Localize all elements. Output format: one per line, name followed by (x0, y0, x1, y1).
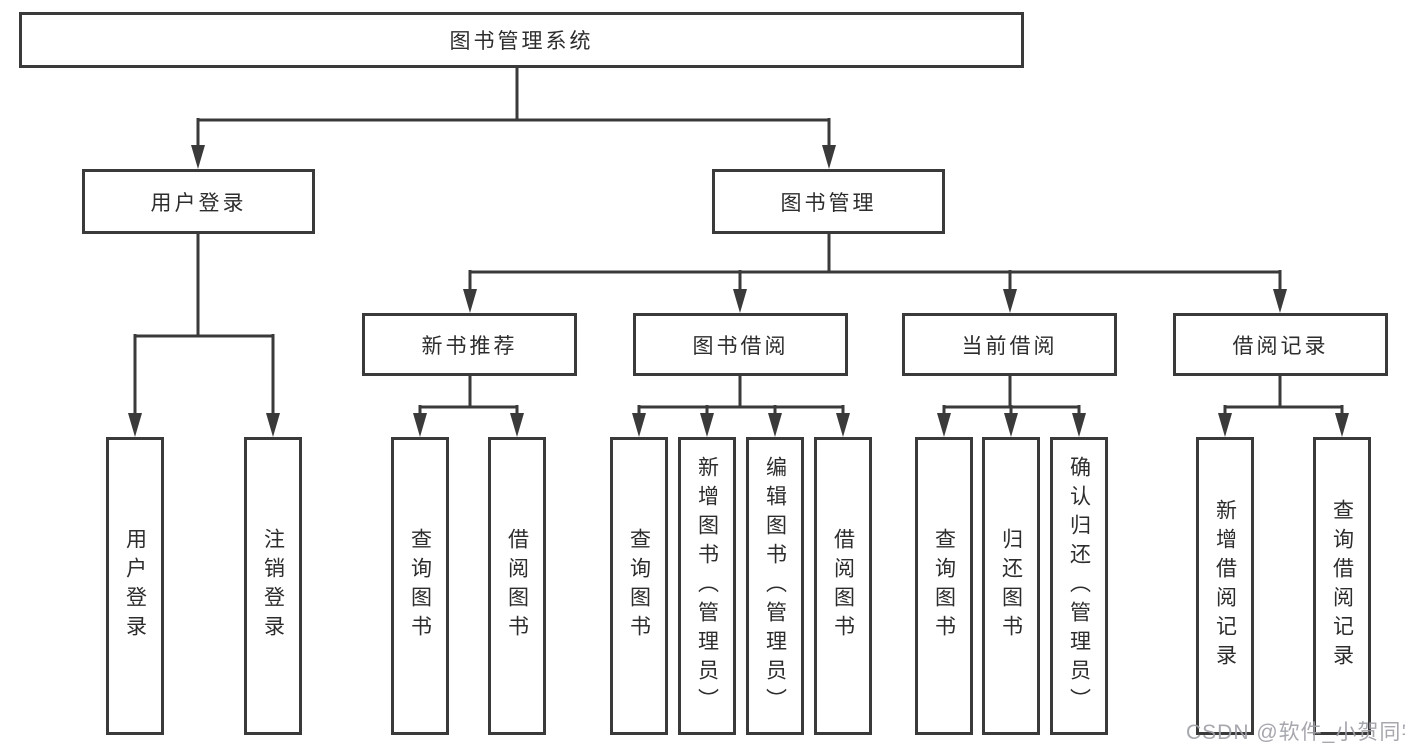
leaf-query-books-recommend: 查询图书 (391, 437, 449, 735)
leaf-return-books-label: 归还图书 (999, 528, 1023, 644)
node-new-book-recommend: 新书推荐 (362, 313, 577, 376)
leaf-query-books-borrowing: 查询图书 (610, 437, 668, 735)
arrowheads (128, 145, 1349, 437)
leaf-query-books-current-label: 查询图书 (932, 528, 956, 644)
node-book-management: 图书管理 (712, 169, 945, 234)
leaf-confirm-return-admin-label: 确认归还（管理员） (1067, 455, 1091, 717)
tree-edges (133, 68, 1344, 416)
leaf-borrow-books-borrowing: 借阅图书 (814, 437, 872, 735)
leaf-query-books-recommend-label: 查询图书 (408, 528, 432, 644)
node-book-borrowing: 图书借阅 (633, 313, 848, 376)
leaf-borrow-books-borrowing-label: 借阅图书 (831, 528, 855, 644)
leaf-borrow-books-recommend-label: 借阅图书 (505, 528, 529, 644)
leaf-edit-book-admin: 编辑图书（管理员） (746, 437, 804, 735)
leaf-query-books-current: 查询图书 (915, 437, 973, 735)
node-borrowing-records: 借阅记录 (1173, 313, 1388, 376)
leaf-add-borrow-record-label: 新增借阅记录 (1213, 499, 1237, 673)
leaf-logout-label: 注销登录 (261, 528, 285, 644)
leaf-confirm-return-admin: 确认归还（管理员） (1050, 437, 1108, 735)
leaf-query-books-borrowing-label: 查询图书 (627, 528, 651, 644)
leaf-edit-book-admin-label: 编辑图书（管理员） (763, 455, 787, 717)
leaf-add-book-admin: 新增图书（管理员） (678, 437, 736, 735)
node-library-system: 图书管理系统 (19, 12, 1024, 68)
leaf-add-borrow-record: 新增借阅记录 (1196, 437, 1254, 735)
leaf-return-books: 归还图书 (982, 437, 1040, 735)
leaf-query-borrow-record-label: 查询借阅记录 (1330, 499, 1354, 673)
leaf-user-login: 用户登录 (106, 437, 164, 735)
node-current-borrowing: 当前借阅 (902, 313, 1117, 376)
watermark: CSDN @软件_小贺同学 (1186, 721, 1405, 744)
node-user-login: 用户登录 (82, 169, 315, 234)
leaf-borrow-books-recommend: 借阅图书 (488, 437, 546, 735)
leaf-query-borrow-record: 查询借阅记录 (1313, 437, 1371, 735)
leaf-add-book-admin-label: 新增图书（管理员） (695, 455, 719, 717)
leaf-user-login-label: 用户登录 (123, 528, 147, 644)
leaf-logout: 注销登录 (244, 437, 302, 735)
